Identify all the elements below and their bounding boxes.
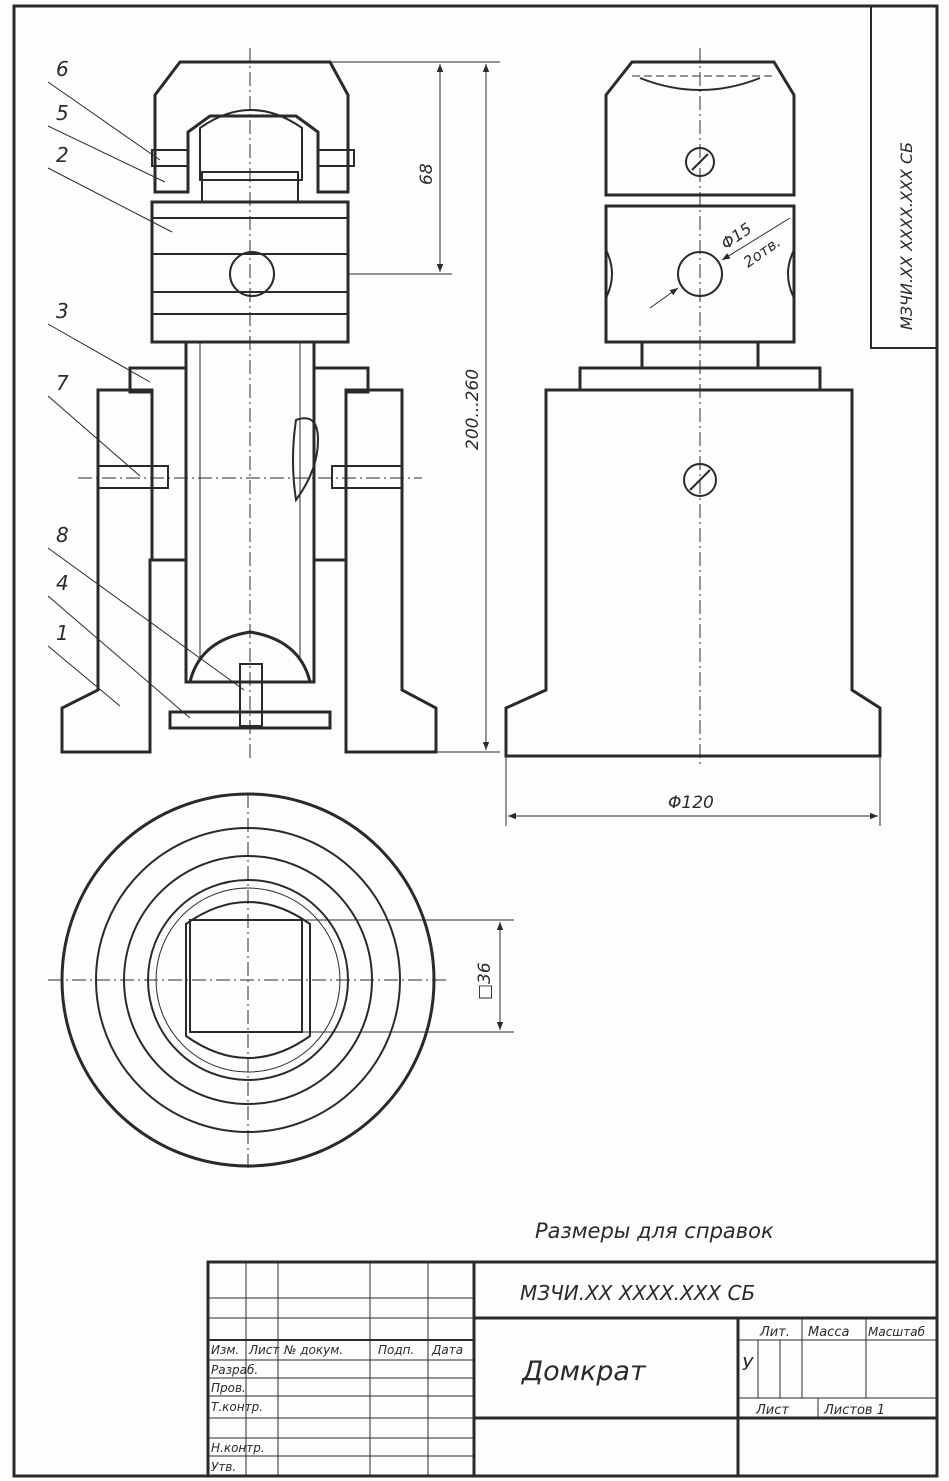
row-tkontr: Т.контр. <box>211 1400 263 1414</box>
leader-6: 6 <box>56 57 69 81</box>
row-nkontr: Н.контр. <box>211 1441 265 1455</box>
dimensions-front: 68 200...260 <box>330 61 500 753</box>
title-block: Изм. Лист № докум. Подп. Дата Разраб. Пр… <box>206 1260 939 1478</box>
col-sign: Подп. <box>378 1343 414 1357</box>
label-massa: Масса <box>808 1325 849 1340</box>
top-view: □36 <box>48 792 514 1168</box>
rotated-designation-box <box>870 5 938 349</box>
part-leaders: 6 5 2 3 7 8 4 1 <box>47 57 245 719</box>
leader-4: 4 <box>56 571 69 595</box>
dim-hole-diameter: Φ15 <box>717 219 755 253</box>
dim-height: 200...260 <box>463 369 483 450</box>
front-section-view <box>60 48 438 760</box>
leader-2: 2 <box>56 143 69 167</box>
row-razrab: Разраб. <box>211 1363 258 1377</box>
row-prov: Пров. <box>211 1381 246 1395</box>
stamp-designation: МЗЧИ.ХХ ХХХХ.ХХХ СБ <box>520 1281 755 1305</box>
col-doc: № докум. <box>283 1343 343 1357</box>
rotated-designation: МЗЧИ.ХХ ХХХХ.ХХХ СБ <box>897 142 916 330</box>
leader-7: 7 <box>56 371 69 395</box>
label-masshtab: Масштаб <box>868 1325 926 1339</box>
label-listov: Листов 1 <box>823 1403 885 1418</box>
dim-68: 68 <box>417 163 437 185</box>
drawing-title: Домкрат <box>521 1356 647 1387</box>
leader-1: 1 <box>56 621 69 645</box>
leader-3: 3 <box>56 299 69 323</box>
label-list: Лист <box>755 1403 789 1418</box>
label-lit: Лит. <box>759 1325 790 1340</box>
leader-8: 8 <box>56 523 69 547</box>
row-utv: Утв. <box>211 1460 236 1474</box>
col-izm: Изм. <box>211 1343 239 1357</box>
dim-base-diameter: Φ120 <box>668 793 714 813</box>
reference-dimensions-note: Размеры для справок <box>535 1219 774 1243</box>
side-view: Φ15 2отв. Φ120 <box>504 48 882 826</box>
lit-value: У <box>742 1354 754 1375</box>
col-date: Дата <box>431 1343 463 1357</box>
leader-5: 5 <box>56 101 69 125</box>
dim-square: □36 <box>475 962 495 1000</box>
col-list: Лист <box>248 1343 280 1357</box>
